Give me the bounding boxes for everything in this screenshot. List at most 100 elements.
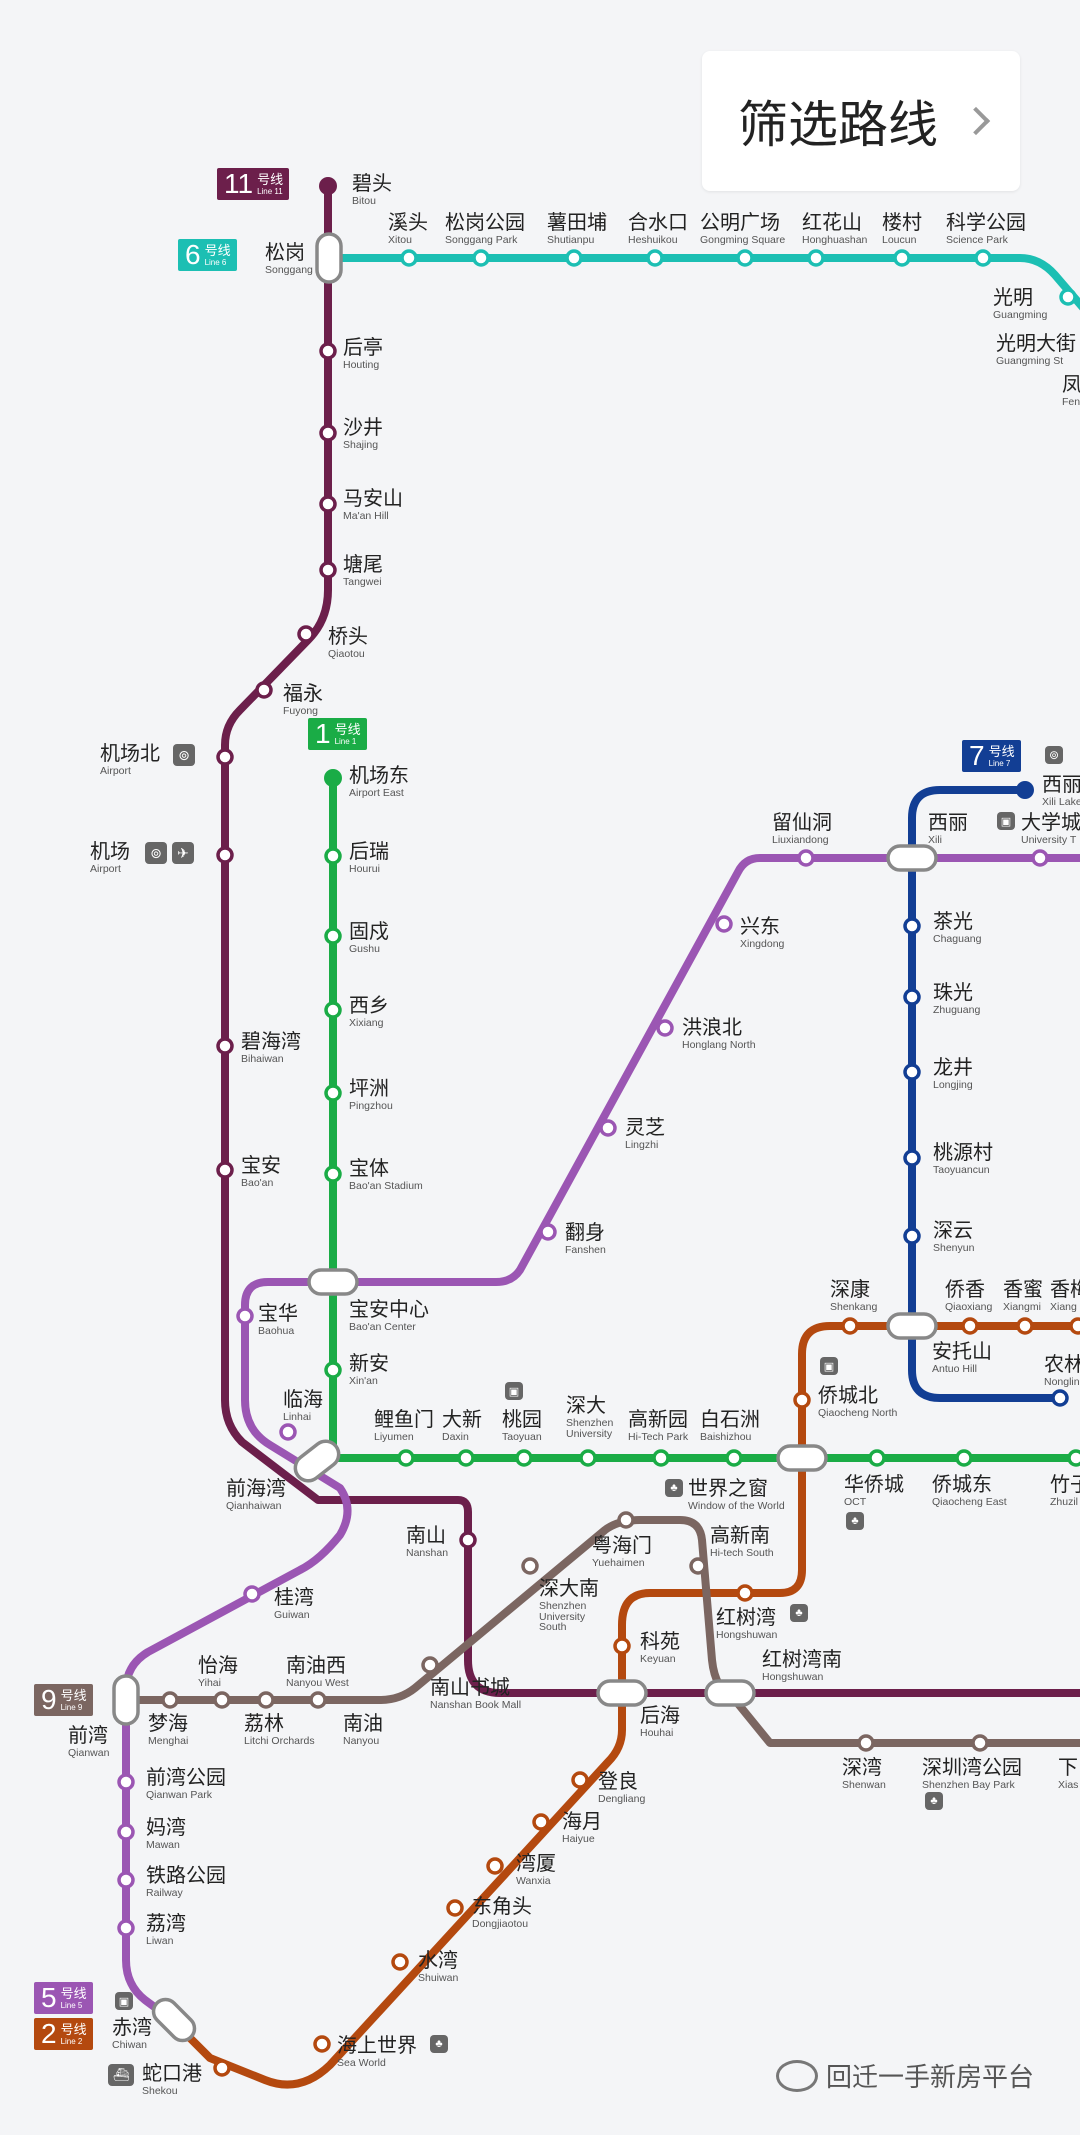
station-label[interactable]: 香梅Xiang	[1050, 1280, 1080, 1313]
station-label[interactable]: 竹子Zhuzil	[1050, 1475, 1080, 1508]
filter-route-button[interactable]: 筛选路线	[702, 51, 1020, 191]
